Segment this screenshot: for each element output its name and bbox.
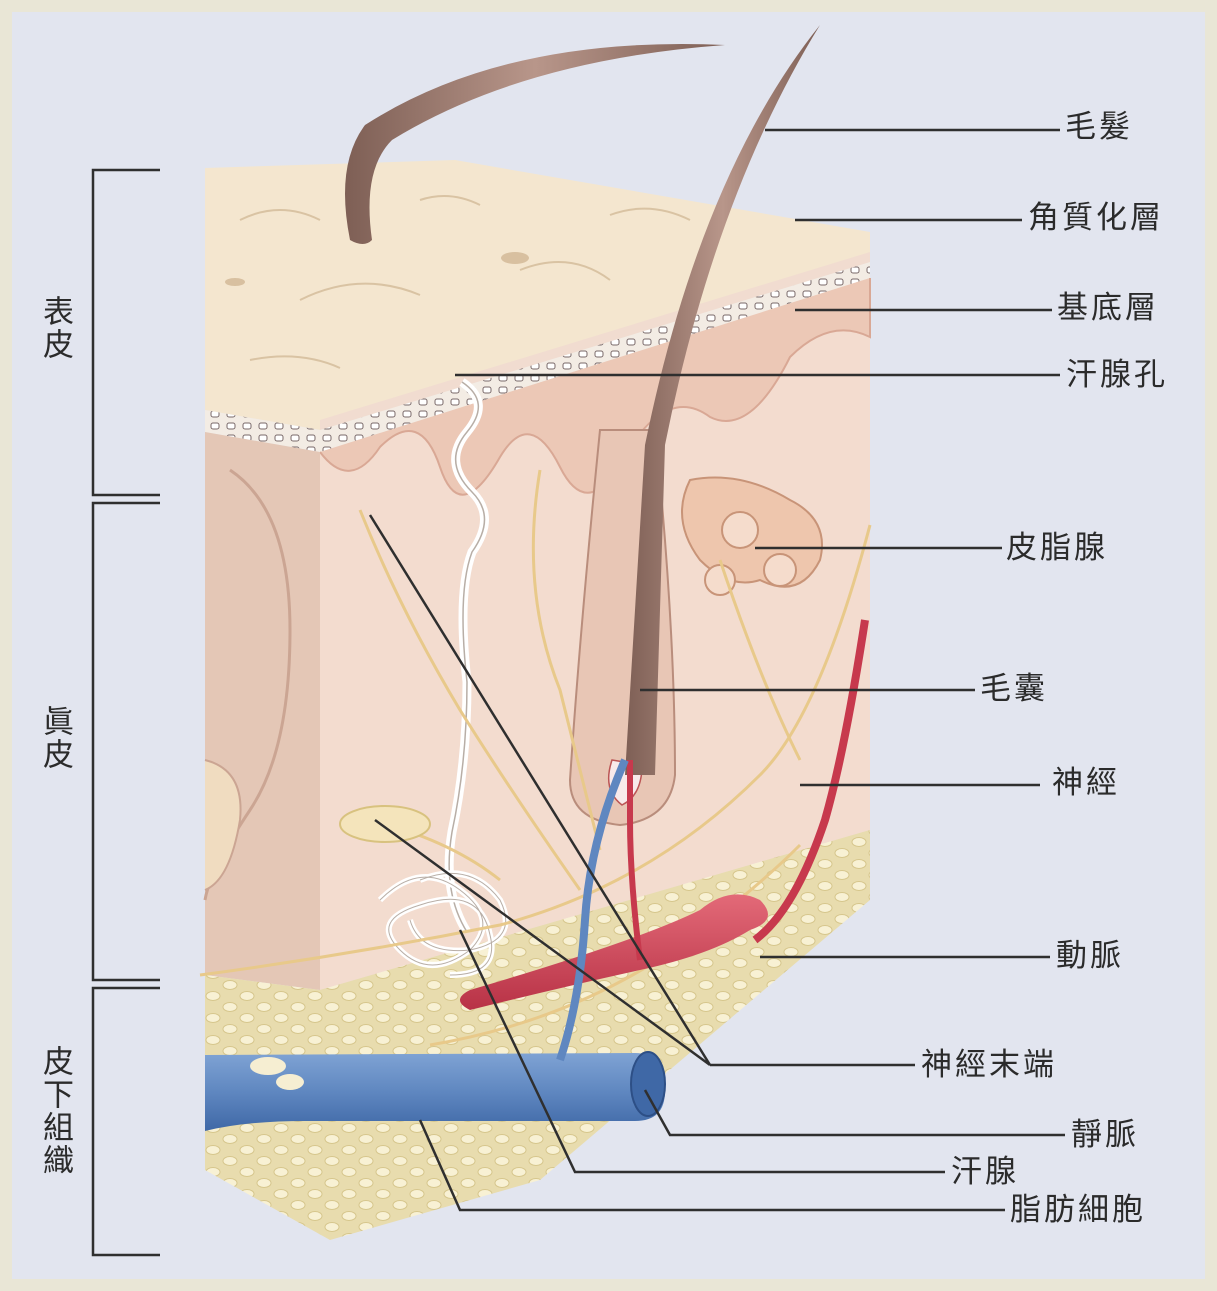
dermis-left-face xyxy=(205,432,320,990)
label-nerve-ending: 神經末端 xyxy=(921,1050,1057,1081)
label-sebaceous-gland: 皮脂腺 xyxy=(1006,533,1108,564)
label-fat-cells: 脂肪細胞 xyxy=(1010,1195,1146,1226)
label-subcutaneous: 皮下組織 xyxy=(36,1045,74,1177)
label-artery: 動脈 xyxy=(1056,941,1124,972)
label-epidermis: 表皮 xyxy=(36,295,74,361)
layer-brackets xyxy=(93,170,160,1255)
label-hair: 毛髮 xyxy=(1065,112,1133,143)
label-vein: 靜脈 xyxy=(1071,1120,1139,1151)
label-basal-layer: 基底層 xyxy=(1057,293,1159,324)
label-hair-follicle: 毛囊 xyxy=(980,674,1048,705)
label-dermis: 眞皮 xyxy=(36,705,74,771)
label-sweat-gland: 汗腺 xyxy=(951,1157,1019,1188)
label-stratum-corneum: 角質化層 xyxy=(1028,203,1164,234)
nerve-ending-corpuscle xyxy=(340,806,430,842)
label-sweat-pore: 汗腺孔 xyxy=(1066,360,1168,391)
label-nerve: 神經 xyxy=(1052,768,1120,799)
